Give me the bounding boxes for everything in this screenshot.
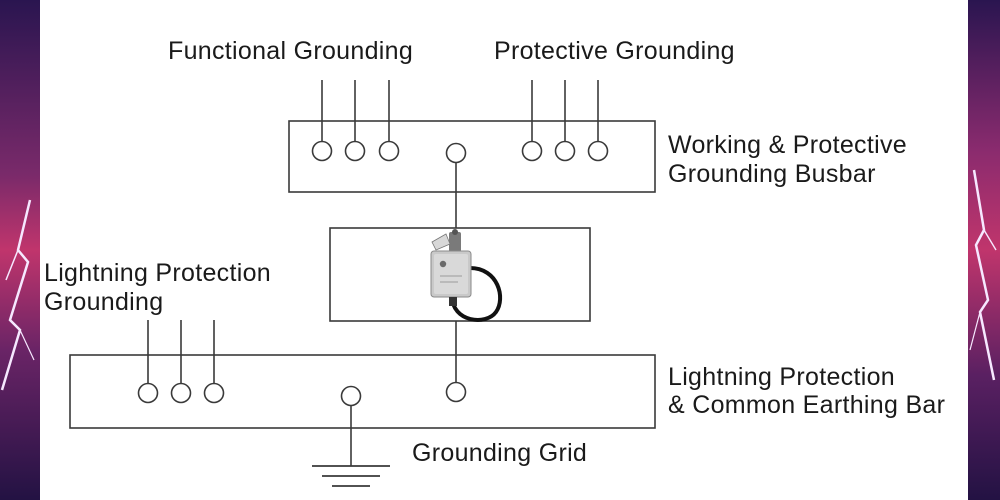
busbar-terminal (587, 140, 609, 162)
lightning-storm-image-left (0, 0, 40, 500)
lightning-storm-image-right (968, 0, 1000, 500)
busbar-terminal (378, 140, 400, 162)
protective-grounding-label: Protective Grounding (494, 37, 735, 65)
earthing-terminal (445, 381, 467, 403)
earthing-terminal (170, 382, 192, 404)
busbar-terminal (445, 142, 467, 164)
surge-protector-icon (430, 229, 502, 322)
earthing-terminal (203, 382, 225, 404)
lightning-grounding-label-line2: Grounding (44, 288, 164, 316)
earthing-bar-label-line1: Lightning Protection (668, 363, 895, 391)
ground-symbol-icon (312, 465, 390, 487)
earthing-bar-label-line2: & Common Earthing Bar (668, 391, 946, 419)
busbar-label-line2: Grounding Busbar (668, 160, 876, 188)
working-protective-busbar (288, 120, 656, 193)
busbar-terminal (344, 140, 366, 162)
busbar-terminal (554, 140, 576, 162)
functional-grounding-label: Functional Grounding (168, 37, 414, 65)
earthing-terminal (137, 382, 159, 404)
common-earthing-bar (69, 354, 656, 429)
busbar-terminal (521, 140, 543, 162)
surge-protector-box (329, 227, 591, 322)
busbar-terminal (311, 140, 333, 162)
earthing-terminal (340, 385, 362, 407)
busbar-label-line1: Working & Protective (668, 131, 907, 159)
lightning-grounding-label-line1: Lightning Protection (44, 259, 271, 287)
grounding-grid-label: Grounding Grid (412, 439, 588, 467)
